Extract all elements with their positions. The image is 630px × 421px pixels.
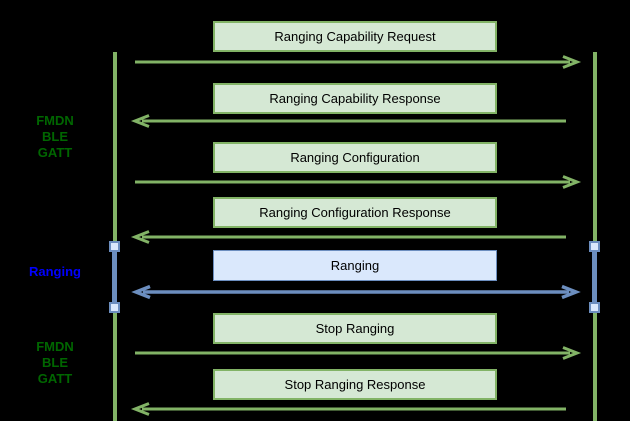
activation-handle-right-bottom bbox=[589, 302, 600, 313]
arrow-stop-ranging-response bbox=[130, 402, 566, 416]
lifeline-right bbox=[593, 52, 597, 421]
activation-handle-right-top bbox=[589, 241, 600, 252]
arrowhead-left-icon bbox=[130, 230, 150, 244]
arrowhead-left-icon bbox=[131, 284, 151, 300]
arrowhead-left-icon bbox=[130, 402, 150, 416]
arrow-stop-ranging bbox=[135, 346, 582, 360]
message-box-ranging-configuration-response: Ranging Configuration Response bbox=[213, 197, 497, 228]
arrow-ranging-capability-response bbox=[130, 114, 566, 128]
section-label-line: GATT bbox=[37, 371, 73, 386]
arrowhead-right-icon bbox=[562, 175, 582, 189]
arrowhead-right-icon bbox=[561, 284, 581, 300]
section-label-line: GATT bbox=[37, 145, 73, 160]
message-box-ranging-configuration: Ranging Configuration bbox=[213, 142, 497, 173]
arrow-ranging-configuration-response bbox=[130, 230, 566, 244]
arrow-ranging-configuration bbox=[135, 175, 582, 189]
arrowhead-right-icon bbox=[562, 55, 582, 69]
section-label-fmdn-ble-gatt-top: FMDN BLE GATT bbox=[10, 113, 100, 161]
section-label-line: BLE bbox=[42, 129, 68, 144]
arrow-ranging-capability-request bbox=[135, 55, 582, 69]
section-label-line: Ranging bbox=[29, 264, 81, 279]
message-box-ranging-capability-response: Ranging Capability Response bbox=[213, 83, 497, 114]
ranging-activation-left bbox=[112, 246, 117, 308]
arrow-ranging-bidirectional bbox=[131, 284, 581, 300]
section-label-line: FMDN bbox=[36, 339, 74, 354]
section-label-fmdn-ble-gatt-bottom: FMDN BLE GATT bbox=[10, 339, 100, 387]
ranging-activation-right bbox=[592, 246, 597, 308]
section-label-ranging: Ranging bbox=[10, 264, 100, 280]
message-box-ranging: Ranging bbox=[213, 250, 497, 281]
arrowhead-left-icon bbox=[130, 114, 150, 128]
section-label-line: BLE bbox=[42, 355, 68, 370]
activation-handle-left-bottom bbox=[109, 302, 120, 313]
message-box-ranging-capability-request: Ranging Capability Request bbox=[213, 21, 497, 52]
message-box-stop-ranging-response: Stop Ranging Response bbox=[213, 369, 497, 400]
lifeline-left bbox=[113, 52, 117, 421]
arrowhead-right-icon bbox=[562, 346, 582, 360]
message-box-stop-ranging: Stop Ranging bbox=[213, 313, 497, 344]
section-label-line: FMDN bbox=[36, 113, 74, 128]
activation-handle-left-top bbox=[109, 241, 120, 252]
